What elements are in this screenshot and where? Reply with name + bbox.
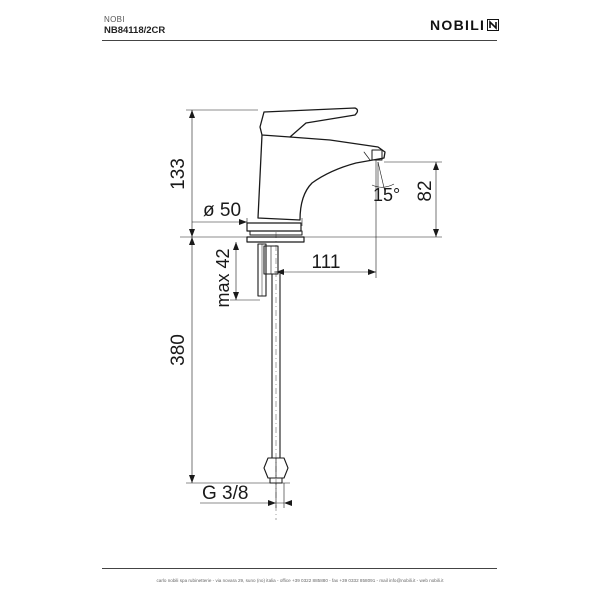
base-gasket [246, 236, 305, 243]
faucet-handle [259, 107, 359, 138]
company-address: carlo nobili spa rubinetterie - via nova… [156, 578, 444, 583]
base-ring [246, 222, 302, 232]
dim-angle: 15° [373, 185, 400, 205]
dim-spout-reach: 111 [312, 252, 341, 273]
dim-spout-height: 82 [415, 180, 436, 201]
faucet-body [257, 134, 386, 221]
n-square-logo-icon [487, 19, 500, 31]
header-rule [102, 40, 497, 41]
flexible-hose [271, 273, 281, 459]
aerator [371, 149, 383, 161]
product-series: NOBI [104, 15, 125, 24]
dim-max-deck: max 42 [213, 248, 233, 307]
dim-hose-length: 380 [168, 334, 189, 366]
footer-rule [102, 568, 497, 569]
dim-body-height: 133 [168, 158, 189, 190]
brand-logo: NOBILI [430, 17, 500, 33]
dim-connection: G 3/8 [202, 483, 248, 504]
dim-base-diameter: ø 50 [203, 200, 241, 221]
hose-fitting [263, 457, 289, 479]
brand-name: NOBILI [430, 17, 486, 33]
product-code: NB84118/2CR [104, 25, 166, 36]
